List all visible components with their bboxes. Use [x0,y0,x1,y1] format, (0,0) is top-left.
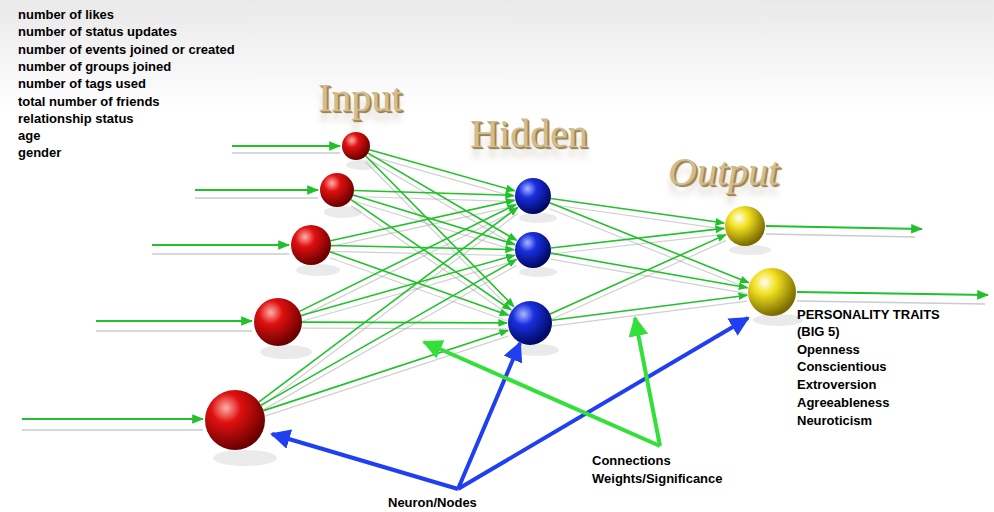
trait-name: Neuroticism [797,412,872,429]
callout-label: Connections Weights/Significance [592,452,742,488]
shadow-line [797,301,985,304]
weight-connection [259,207,518,402]
weight-connection [263,330,508,410]
shadow [296,264,340,276]
input-neuron [342,132,370,160]
input-feature: gender [18,144,61,161]
hidden-nodes [508,178,552,345]
weight-connection [551,228,724,248]
input-arrows [22,146,340,419]
layer-heading: Output [668,150,779,194]
pointer-arrow [424,342,660,446]
pointer-arrow [635,318,660,446]
input-arrow-shadows [22,153,340,430]
output-arrow [766,226,922,229]
shadow [519,213,557,223]
input-neuron [254,298,302,346]
shadow-line [354,197,514,202]
weight-connection [300,204,516,311]
input-feature: number of groups joined [18,58,171,75]
callout-label: Neuron/Nodes [388,494,477,511]
trait-name: Agreeableness [797,394,890,411]
node-shadows [213,160,803,466]
shadow [519,267,557,277]
shadow [260,345,312,359]
weight-connection [331,245,514,249]
shadow [729,245,771,255]
shadow-line [766,234,915,237]
trait-name: Openness [797,341,860,358]
output-arrows [766,226,988,295]
input-feature: number of events joined or created [18,41,235,58]
output-arrow [797,292,988,295]
output-arrow-shadows [766,234,985,304]
layer-heading: Input [318,76,402,120]
shadow-line [263,336,508,416]
weight-connection [552,295,747,320]
weight-connection [354,191,514,196]
hidden-neuron [508,301,552,345]
hidden-neuron [515,178,551,214]
pointer-arrow [272,434,458,489]
input-feature: number of likes [18,6,114,23]
input-arrow [22,418,203,420]
shadow-line [152,253,289,255]
shadow-line [550,241,726,320]
input-feature: relationship status [18,110,134,127]
shadow-line [331,251,514,255]
weight-connection [551,253,748,288]
input-arrow [152,244,289,246]
shadow-line [369,156,514,197]
weight-connection [551,199,724,224]
output-nodes [725,206,796,316]
node-pointers [272,318,748,489]
shadow-line [552,301,747,326]
shadow [213,450,277,466]
input-neuron [291,225,331,265]
shadow-line [300,210,516,317]
connection-pointers [424,318,660,446]
shadow-line [195,197,318,199]
output-heading: PERSONALITY TRAITS (BIG 5) [797,306,957,340]
shadow-line [22,429,203,431]
shadow-line [96,330,252,332]
shadow-line [232,152,340,154]
weight-connection [366,156,514,307]
trait-name: Conscientious [797,358,887,375]
input-feature: number of status updates [18,23,177,40]
weight-connection [351,200,511,310]
input-feature: number of tags used [18,75,146,92]
shadow-line [551,259,748,294]
trait-name: Extroversion [797,376,876,393]
shadow [753,314,803,326]
layer-heading: Hidden [470,112,588,156]
input-feature: age [18,127,40,144]
input-arrow [232,145,340,147]
input-neuron [205,390,265,450]
weight-connection [353,195,515,244]
input-feature: total number of friends [18,93,160,110]
shadow-line [551,205,724,230]
shadow-line [331,206,515,247]
output-neuron [725,206,765,246]
hidden-neuron [515,232,551,268]
pointer-arrow [458,318,748,489]
pointer-arrow [458,343,520,489]
input-arrow [96,320,252,322]
input-neuron [320,173,354,207]
input-arrow [195,189,318,191]
weight-connection [331,200,515,241]
input-nodes [205,132,370,450]
shadow [324,206,362,218]
weight-connection [301,255,515,315]
output-neuron [748,268,796,316]
